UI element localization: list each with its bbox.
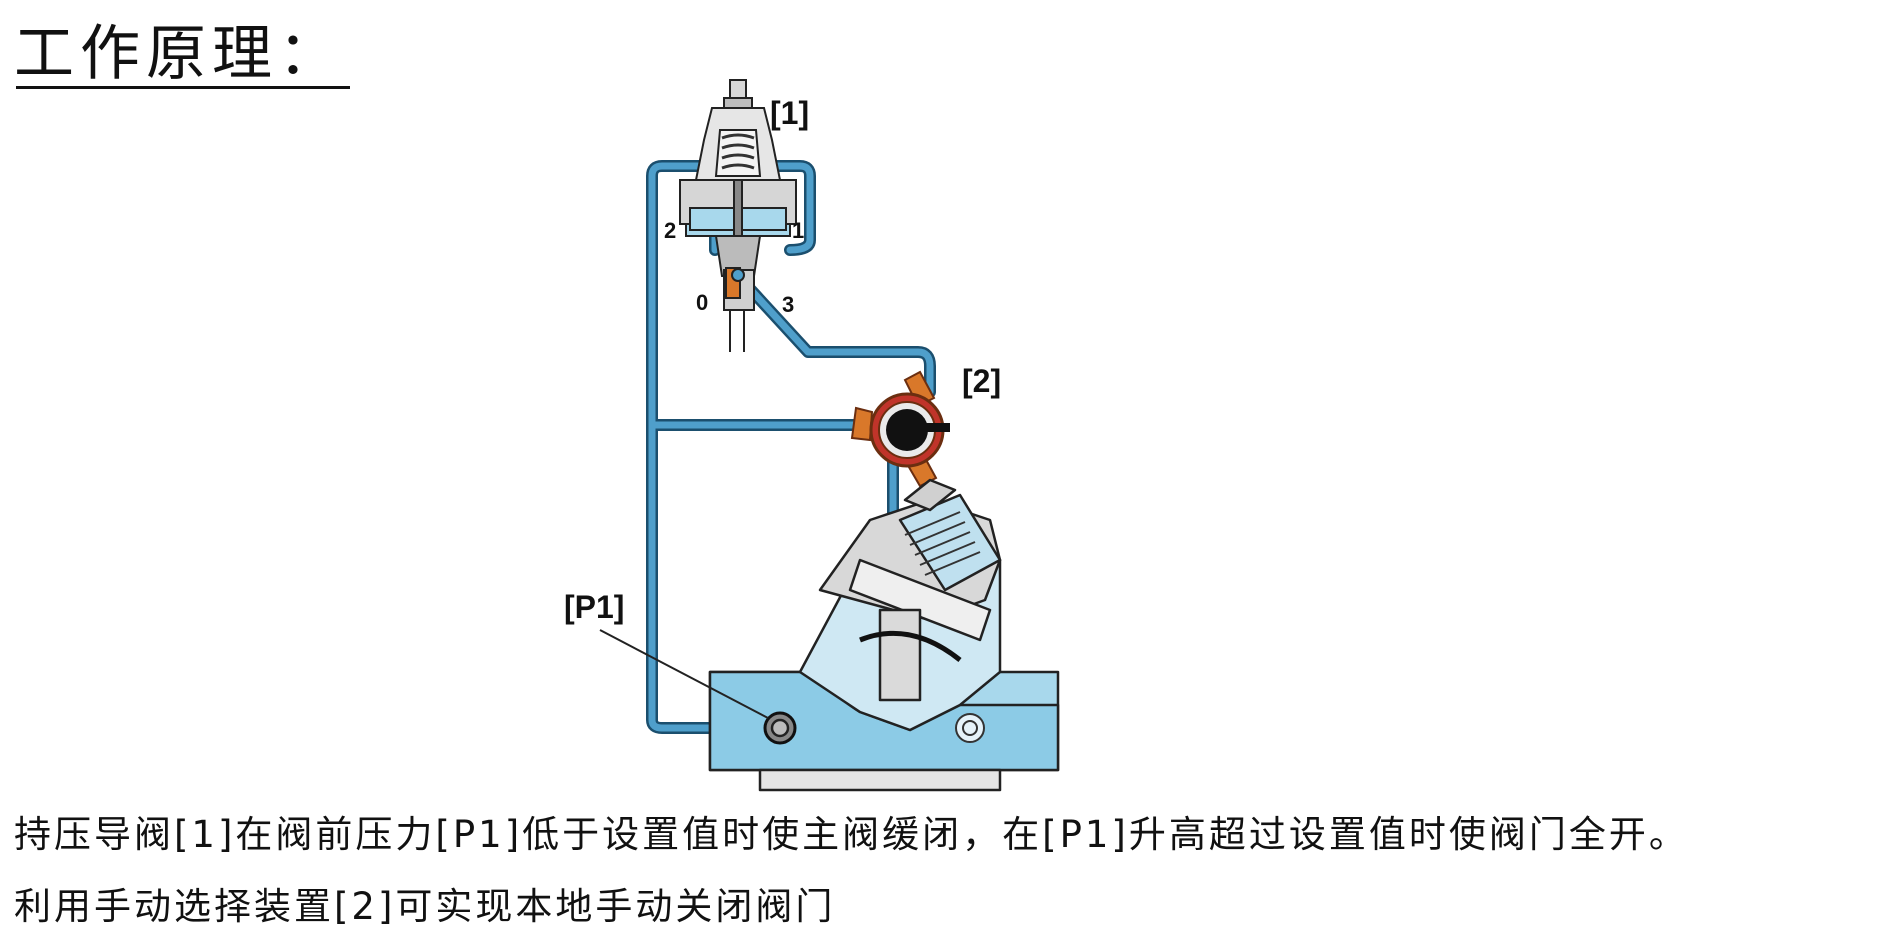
valve-diagram: [1] [2] [P1] 2 1 0 3 (564, 79, 1060, 792)
label-p1: [P1] (564, 589, 624, 625)
selector-valve (850, 370, 950, 488)
pilot-tubing (646, 160, 936, 734)
port-0: 0 (696, 290, 708, 315)
port-3: 3 (782, 292, 794, 317)
page-title: 工作原理： (14, 19, 344, 89)
port-2: 2 (664, 218, 676, 243)
port-1: 1 (792, 218, 804, 243)
pilot-valve (679, 79, 797, 352)
description-line-1: 持压导阀[1]在阀前压力[P1]低于设置值时使主阀缓闭，在[P1]升高超过设置值… (14, 813, 1689, 856)
p1-leader-line (599, 629, 769, 719)
label-pilot: [1] (770, 95, 809, 131)
label-selector: [2] (962, 363, 1001, 399)
main-valve (708, 478, 1060, 792)
title-underline (16, 86, 350, 89)
description-line-2: 利用手动选择装置[2]可实现本地手动关闭阀门 (14, 885, 836, 928)
